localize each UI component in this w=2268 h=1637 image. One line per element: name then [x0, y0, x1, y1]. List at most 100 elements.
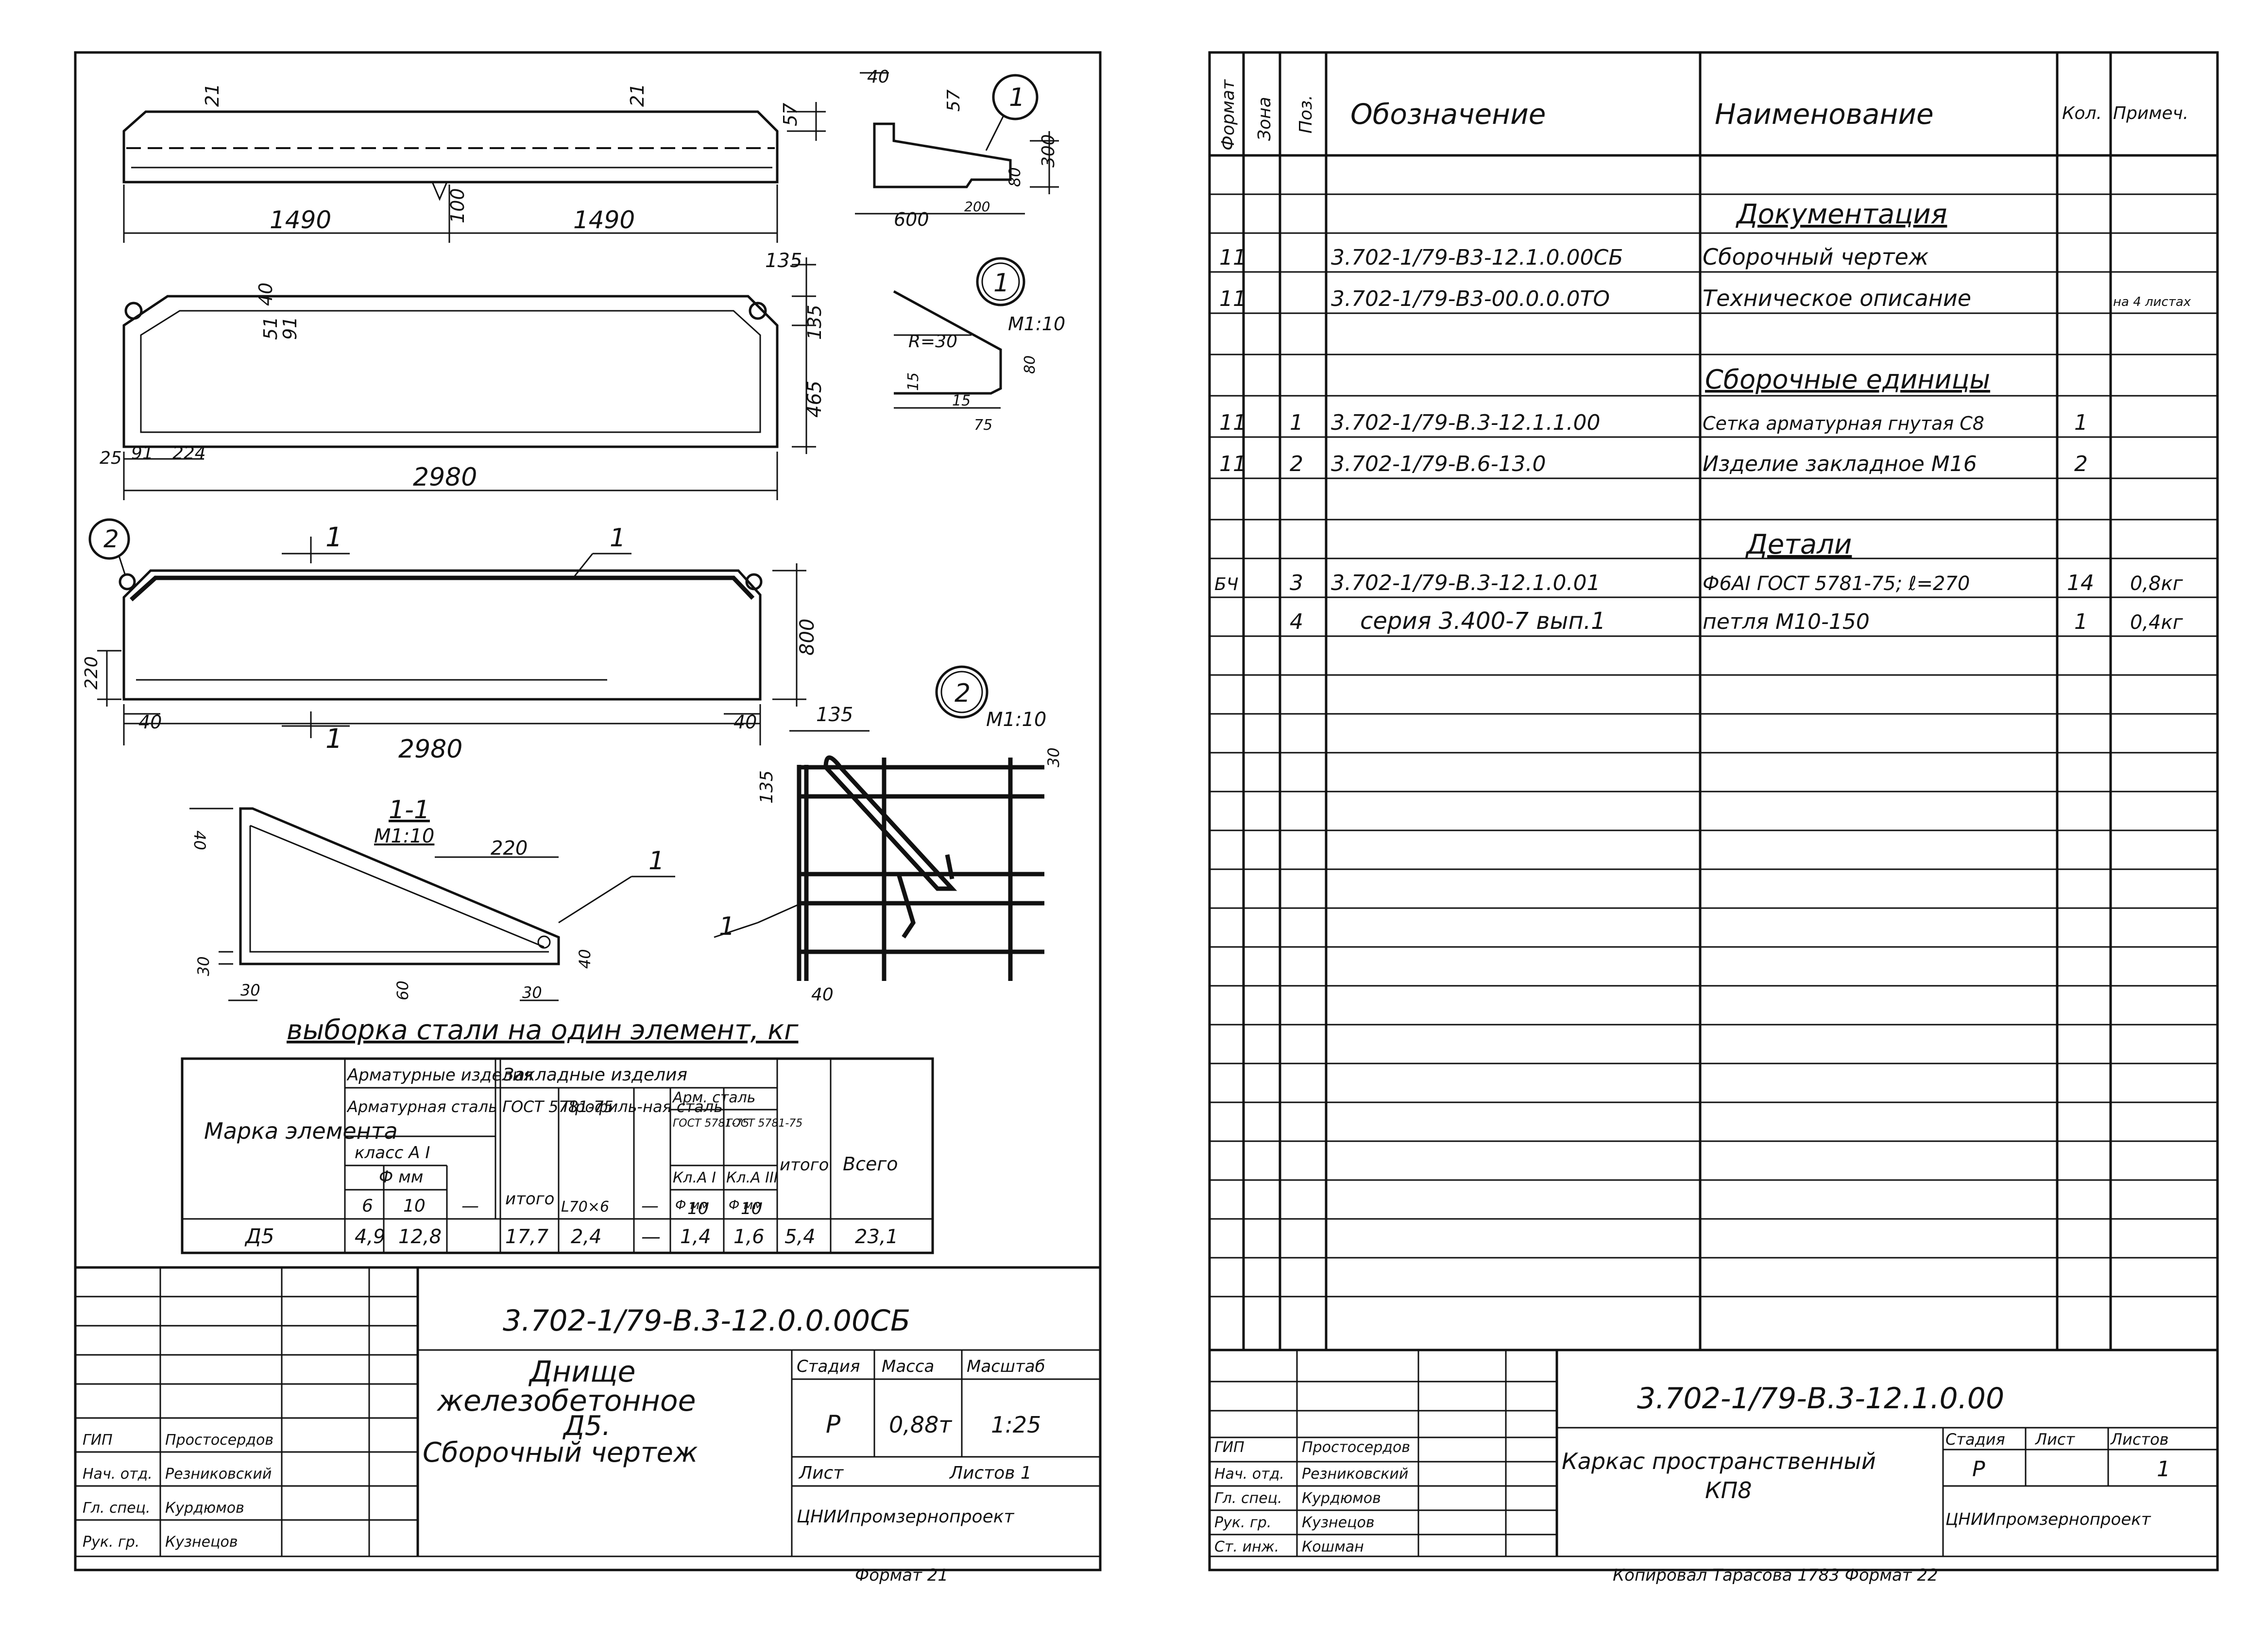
kl-a1: Кл.А I	[673, 1169, 716, 1186]
detail-1: 1 М1:10 R=30 80 15 15 75	[893, 257, 1065, 434]
section-1-1: 1-1 М1:10 220 40 30 30 60 30 40 1	[189, 795, 675, 1002]
right-role-4: Ст. инж.	[1214, 1538, 1279, 1555]
row2-qty: 1	[2074, 410, 2088, 435]
class-a1: класс А I	[355, 1143, 430, 1163]
e10b: 10	[741, 1199, 762, 1218]
itogo: итого	[505, 1189, 554, 1209]
left-role-1: Нач. отд.	[83, 1466, 153, 1483]
row0-name: Сборочный чертеж	[1703, 244, 1929, 270]
dim-25: 25	[100, 448, 122, 468]
detail-2-dim-30: 30	[1044, 747, 1063, 767]
left-scale: 1:25	[991, 1412, 1041, 1438]
hdr-note: Примеч.	[2113, 103, 2188, 123]
right-sheet-h: Лист	[2035, 1430, 2075, 1449]
left-stamp-title2: железобетонное	[436, 1384, 696, 1418]
hdr-name: Наименование	[1715, 98, 1934, 131]
spec-row: 11 3.702-1/79-В3-00.0.0.0ТО Техническое …	[1219, 285, 2191, 311]
dim-21-b: 21	[627, 84, 648, 107]
left-stage-h: Стадия	[797, 1357, 860, 1376]
pos-1-front: 1	[610, 523, 626, 553]
detail-2-dim-135: 135	[816, 704, 853, 726]
row3-name: Изделие закладное М16	[1703, 452, 1977, 476]
dim-800: 800	[796, 619, 819, 656]
pos-1-detail2: 1	[719, 912, 735, 941]
end-dim-600: 600	[894, 209, 929, 230]
sec-doc: Документация	[1735, 199, 1947, 230]
left-stage: Р	[826, 1410, 841, 1438]
row5-qty: 1	[2074, 609, 2088, 634]
right-org: ЦНИИпромзернопроект	[1945, 1510, 2151, 1529]
left-sheets-h: Листов 1	[949, 1463, 1032, 1483]
hdr-format: Формат	[1218, 79, 1238, 151]
dim-2980-bottom: 2980	[398, 735, 462, 764]
detail-1-scale: М1:10	[1008, 313, 1065, 335]
right-stage-h: Стадия	[1945, 1430, 2005, 1449]
dim-1490-a: 1490	[270, 206, 331, 234]
right-sheet-frame	[1208, 51, 2219, 1571]
right-stage: Р	[1972, 1457, 1985, 1482]
detail-1-dim-80: 80	[1022, 355, 1039, 374]
detail-2-dim-135v: 135	[757, 770, 777, 804]
gost-b: ГОСТ 5781-75	[726, 1117, 802, 1130]
left-sheet-frame	[74, 51, 1102, 1571]
row1-note: на 4 листах	[2113, 295, 2191, 309]
hdr-zone: Зона	[1255, 97, 1275, 141]
row4-name: Ф6АI ГОСТ 5781-75; ℓ=270	[1703, 573, 1970, 595]
dim-40-r: 40	[733, 711, 757, 733]
hdr-pos: Поз.	[1296, 95, 1316, 134]
detail-2: 2 М1:10 135 135 30 40 1	[714, 665, 1063, 1005]
row-sum1: 17,7	[505, 1226, 549, 1248]
left-name-2: Курдюмов	[165, 1500, 244, 1517]
section-title: 1-1	[389, 795, 430, 825]
row4-qty: 14	[2067, 571, 2094, 595]
left-title-block: 3.702-1/79-В.3-12.0.0.00СБ Днище железоб…	[75, 1266, 1100, 1585]
e10a: 10	[687, 1199, 708, 1218]
left-org: ЦНИИпромзернопроект	[797, 1507, 1014, 1527]
row1-name: Техническое описание	[1703, 285, 1971, 311]
detail-1-dim-15b: 15	[952, 392, 971, 409]
section-dim-40b: 40	[576, 949, 594, 969]
d6: 6	[362, 1196, 373, 1216]
spec-row: 11 1 3.702-1/79-В.3-12.1.1.00 Сетка арма…	[1219, 410, 2088, 435]
callout-1: 1	[1009, 83, 1025, 112]
left-stamp-title3: Д5.	[562, 1410, 611, 1442]
prof: Профиль-ная сталь	[563, 1097, 723, 1116]
row0-fmt: 11	[1219, 245, 1246, 270]
kl-a3: Кл.А III	[726, 1169, 778, 1186]
detail-1-label: 1	[993, 269, 1009, 298]
spec-row: 4 серия 3.400-7 вып.1 петля М10-150 1 0,…	[1290, 608, 2183, 635]
row4-note: 0,8кг	[2130, 573, 2183, 595]
dim-40: 40	[255, 283, 276, 306]
section-dim-30c: 30	[522, 983, 542, 1002]
detail-2-label: 2	[955, 679, 971, 708]
section-dim-30a: 30	[194, 956, 213, 976]
dim-91b: 91	[131, 443, 153, 463]
row2-des: 3.702-1/79-В.3-12.1.1.00	[1331, 410, 1601, 435]
right-role-0: ГИП	[1214, 1439, 1245, 1456]
section-dim-220: 220	[491, 837, 528, 860]
section-mark-bottom: 1	[325, 723, 342, 754]
right-stamp-code: 3.702-1/79-В.3-12.1.0.00	[1637, 1382, 2004, 1416]
right-sheet: Формат Зона Поз. Обозначение Наименовани…	[1208, 51, 2219, 1585]
left-name-1: Резниковский	[165, 1466, 272, 1483]
detail-1-dim-75: 75	[974, 417, 992, 434]
row0-des: 3.702-1/79-В3-12.1.0.00СБ	[1331, 245, 1623, 270]
left-footer: Формат 21	[855, 1566, 948, 1585]
arm-emb: Арм. сталь	[672, 1089, 755, 1106]
row4-fmt: БЧ	[1214, 574, 1238, 594]
detail-2-dim-40: 40	[811, 985, 834, 1005]
right-stamp-title2: КП8	[1705, 1477, 1752, 1503]
phi-a: Ф мм	[675, 1198, 709, 1213]
dim-100: 100	[447, 188, 468, 223]
row-v1: 4,9	[355, 1226, 386, 1248]
right-role-1: Нач. отд.	[1214, 1466, 1284, 1483]
row5-pos: 4	[1290, 609, 1303, 634]
hdr-qty: Кол.	[2062, 103, 2102, 123]
grp-arm: Арматурные изделия	[346, 1065, 533, 1085]
detail-1-dim-15a: 15	[905, 372, 922, 391]
right-role-3: Рук. гр.	[1214, 1514, 1271, 1531]
row2-fmt: 11	[1219, 410, 1246, 435]
section-dim-40: 40	[190, 830, 209, 850]
row-e1: 1,4	[680, 1226, 711, 1248]
left-scale-h: Масштаб	[967, 1357, 1045, 1376]
